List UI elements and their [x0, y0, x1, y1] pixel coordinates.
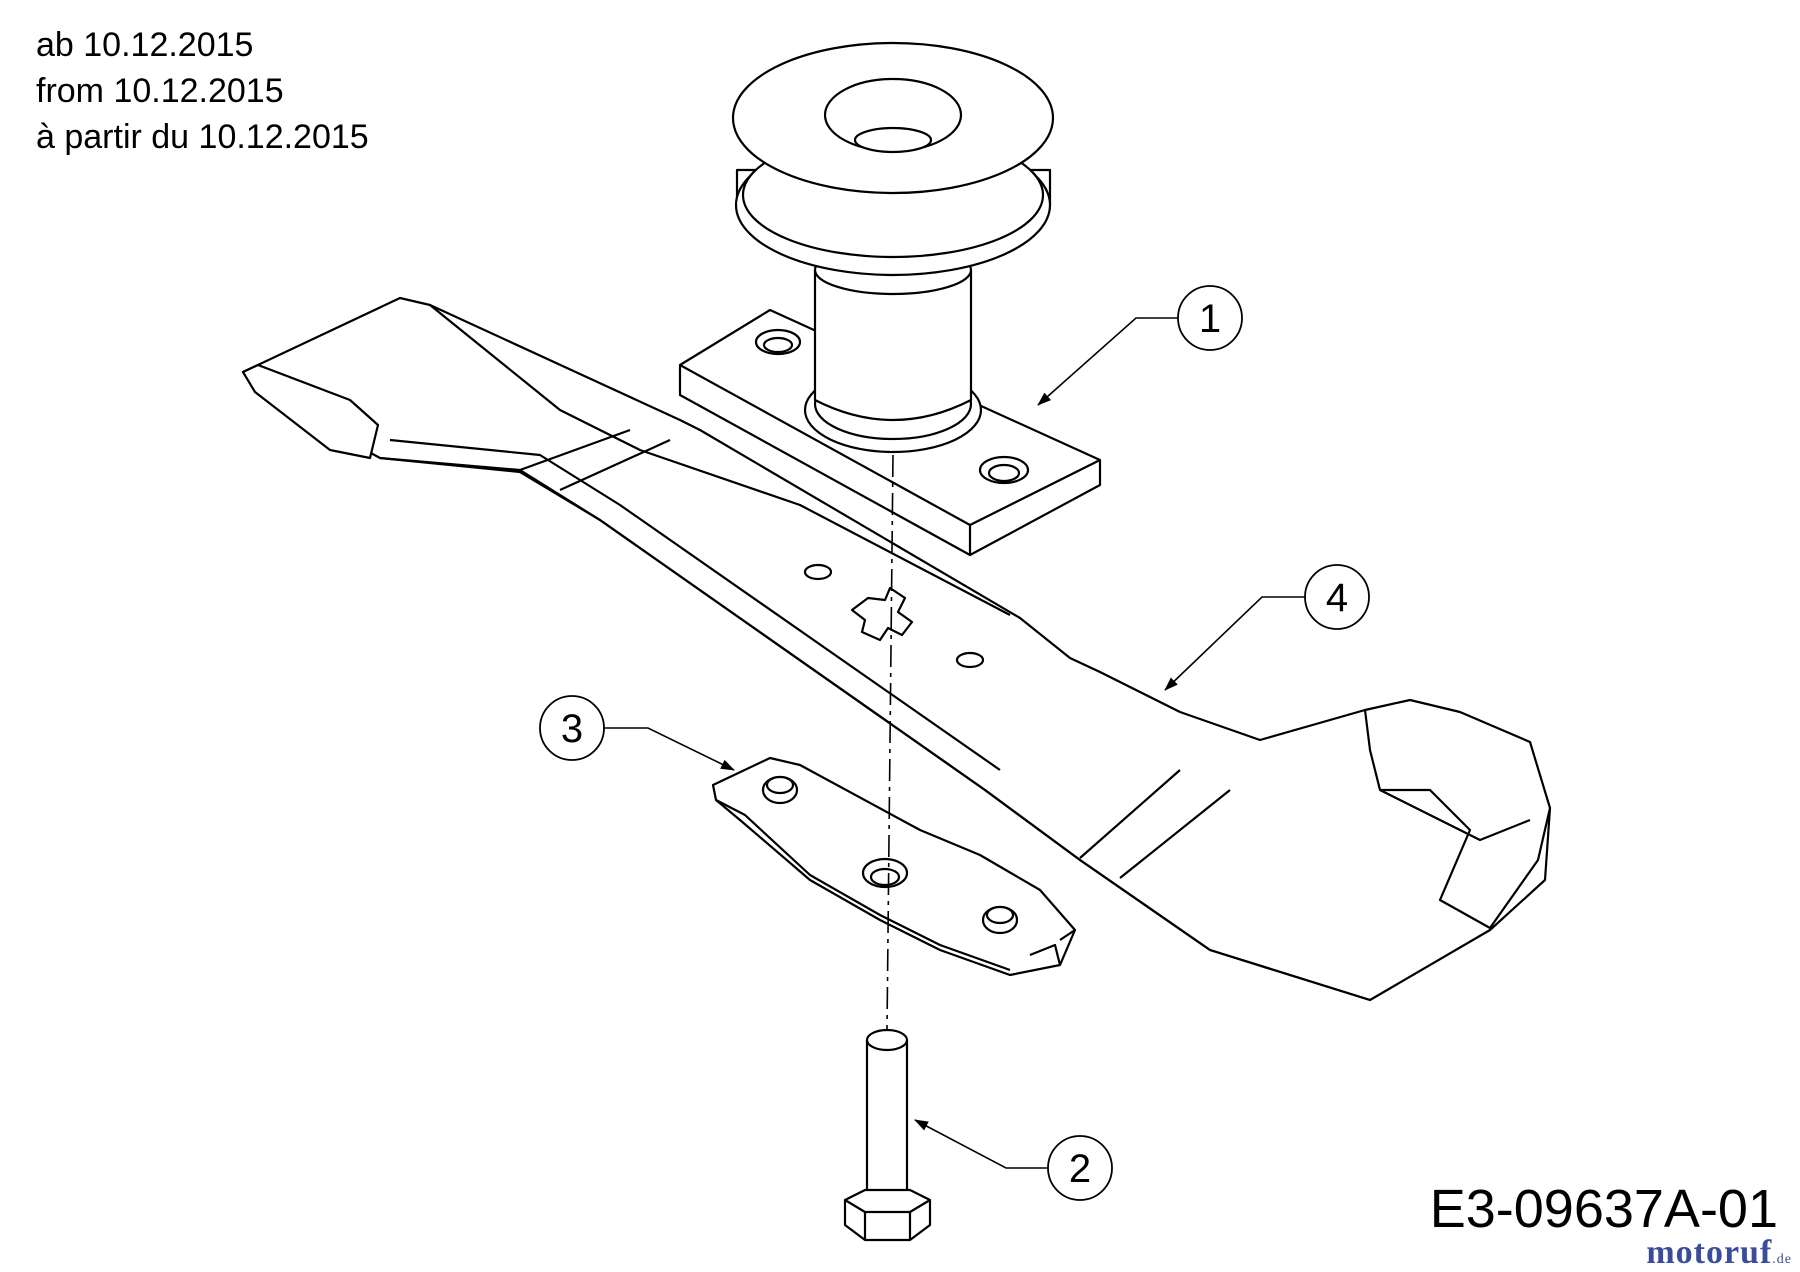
effective-date-en: from 10.12.2015	[36, 72, 284, 110]
callout-2-label: 2	[1069, 1147, 1091, 1191]
leader-2	[914, 1119, 1048, 1169]
callout-leaders	[604, 317, 1305, 1169]
callout-3: 3	[539, 695, 605, 761]
bolt-shank	[865, 1038, 909, 1207]
leader-3	[604, 727, 735, 771]
assembly-axis	[886, 454, 894, 1031]
leader-1	[1037, 317, 1178, 406]
blade-adapter	[711, 756, 1077, 977]
spindle-shaft	[813, 268, 973, 421]
effective-date-de: ab 10.12.2015	[36, 26, 254, 64]
watermark-logo: motoruf.de	[1646, 1234, 1792, 1271]
blade-left-tip	[241, 363, 380, 460]
blade-center-star-hole	[850, 586, 914, 642]
blade	[241, 296, 1552, 1002]
bolt-hex-head	[843, 1188, 932, 1242]
blade-hole-right	[955, 651, 985, 669]
spindle-housing	[678, 41, 1102, 557]
callout-4-label: 4	[1326, 576, 1348, 620]
callout-1-label: 1	[1199, 297, 1221, 341]
bolt	[843, 1028, 932, 1242]
drawing-id: E3-09637A-01	[1429, 1179, 1778, 1239]
effective-date-fr: à partir du 10.12.2015	[36, 118, 369, 156]
callout-4: 4	[1304, 564, 1370, 630]
leader-4	[1164, 596, 1305, 691]
callout-3-label: 3	[561, 707, 583, 751]
blade-hole-left	[803, 563, 833, 581]
callout-2: 2	[1047, 1135, 1113, 1201]
callout-1: 1	[1177, 285, 1243, 351]
